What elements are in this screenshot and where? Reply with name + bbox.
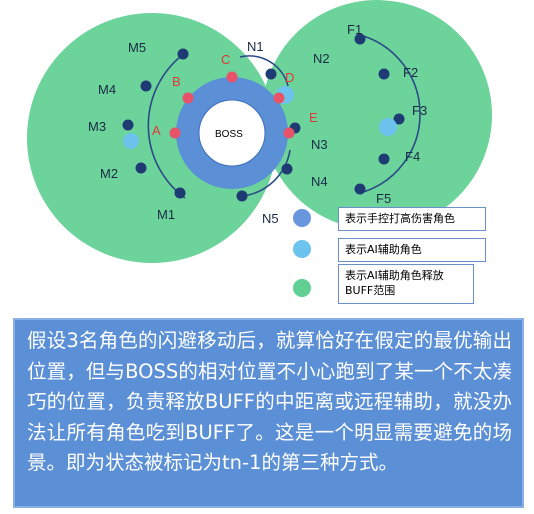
arc-right bbox=[359, 34, 421, 194]
caption-box: 假设3名角色的闪避移动后，就算恰好在假定的最优输出位置，但与BOSS的相对位置不… bbox=[13, 318, 524, 508]
dot-f3 bbox=[393, 113, 405, 125]
legend-text-ai: 表示AI辅助角色 bbox=[345, 243, 422, 256]
dot-f1 bbox=[354, 33, 366, 45]
dot-red-d bbox=[273, 92, 285, 104]
dot-m2 bbox=[135, 162, 147, 174]
label-m5: M5 bbox=[128, 40, 146, 55]
label-n1: N1 bbox=[247, 39, 264, 54]
dot-red-b bbox=[182, 92, 194, 104]
label-f4: F4 bbox=[405, 149, 420, 164]
legend-dot-buff bbox=[293, 279, 311, 297]
label-d: D bbox=[285, 70, 294, 85]
arc-left bbox=[147, 52, 186, 199]
dot-m3 bbox=[122, 119, 134, 131]
dot-m1 bbox=[174, 187, 186, 199]
label-a: A bbox=[152, 123, 161, 138]
dot-ai-left bbox=[123, 133, 139, 149]
label-n3: N3 bbox=[311, 137, 328, 152]
arc-middle-bottom bbox=[242, 149, 291, 197]
dot-n5 bbox=[236, 190, 248, 202]
legend-dot-dps bbox=[293, 209, 311, 227]
boss-label: BOSS bbox=[215, 129, 243, 140]
boss-ring-innerline bbox=[198, 99, 266, 167]
dot-f2 bbox=[378, 68, 390, 80]
label-n5: N5 bbox=[262, 211, 279, 226]
dot-f4 bbox=[378, 153, 390, 165]
label-f3: F3 bbox=[412, 103, 427, 118]
dot-n3b bbox=[281, 163, 293, 175]
dot-f5 bbox=[354, 183, 366, 195]
legend-item-dps: 表示手控打高伤害角色 bbox=[338, 207, 486, 231]
label-n4: N4 bbox=[311, 174, 328, 189]
dot-m4 bbox=[140, 80, 152, 92]
buff-range-left bbox=[27, 13, 277, 263]
label-m4: M4 bbox=[98, 82, 116, 97]
legend-text-dps: 表示手控打高伤害角色 bbox=[345, 212, 455, 225]
arc-middle-top bbox=[239, 55, 289, 87]
dot-red-a bbox=[169, 127, 181, 139]
buff-range-right bbox=[262, 0, 492, 230]
dot-m5 bbox=[177, 48, 189, 60]
label-m1: M1 bbox=[157, 207, 175, 222]
dot-red-c bbox=[226, 71, 238, 83]
label-m2: M2 bbox=[100, 166, 118, 181]
label-n2: N2 bbox=[313, 51, 330, 66]
label-f1: F1 bbox=[347, 22, 362, 37]
label-e: E bbox=[309, 110, 318, 125]
legend-text-buff: 表示AI辅助角色释放BUFF范围 bbox=[345, 269, 444, 297]
boss-ring-inner bbox=[199, 100, 265, 166]
legend-item-ai: 表示AI辅助角色 bbox=[338, 238, 486, 262]
caption-text: 假设3名角色的闪避移动后，就算恰好在假定的最优输出位置，但与BOSS的相对位置不… bbox=[27, 329, 512, 474]
dot-red-e bbox=[283, 127, 295, 139]
label-f5: F5 bbox=[376, 191, 391, 206]
label-b: B bbox=[172, 74, 181, 89]
label-f2: F2 bbox=[403, 65, 418, 80]
label-m3: M3 bbox=[88, 119, 106, 134]
diagram-canvas: BOSS M5 M4 M3 M2 M1 F1 N2 F2 F3 F4 N4 F5… bbox=[27, 0, 492, 263]
legend-item-buff: 表示AI辅助角色释放BUFF范围 bbox=[338, 264, 474, 304]
label-c: C bbox=[221, 52, 230, 67]
dot-ai-right bbox=[379, 118, 397, 136]
dot-n1 bbox=[265, 68, 277, 80]
legend-dot-ai bbox=[293, 240, 311, 258]
